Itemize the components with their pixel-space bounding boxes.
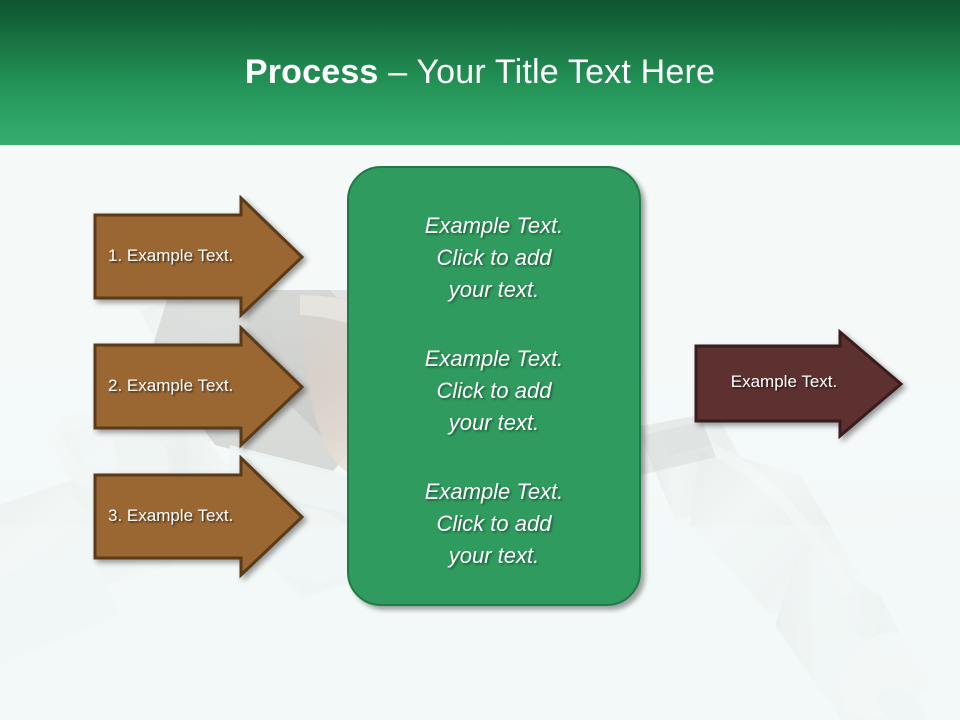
page-title: Process – Your Title Text Here — [0, 51, 960, 93]
arrow-right-shape-2 — [93, 325, 305, 449]
arrow-right-shape-3 — [93, 455, 305, 579]
process-step-arrow-2[interactable]: 2. Example Text. — [93, 325, 305, 450]
process-center-panel-body: Example Text. Click to add your text. Ex… — [349, 210, 639, 572]
page-title-strong: Process — [244, 53, 389, 91]
center-panel-text-block-3[interactable]: Example Text. Click to add your text. — [424, 479, 564, 568]
arrow-right-shape-output — [694, 329, 904, 439]
process-center-panel[interactable]: Example Text. Click to add your text. Ex… — [347, 166, 641, 606]
page-title-rest: – Your Title Text Here — [388, 53, 716, 91]
process-step-arrow-3[interactable]: 3. Example Text. — [93, 455, 305, 580]
slide-header-bar: Process – Your Title Text Here — [0, 0, 960, 145]
process-step-arrow-1[interactable]: 1. Example Text. — [93, 195, 305, 320]
center-panel-text-block-1[interactable]: Example Text. Click to add your text. — [424, 213, 564, 302]
arrow-right-shape-1 — [93, 195, 305, 319]
center-panel-text-block-2[interactable]: Example Text. Click to add your text. — [424, 346, 564, 435]
process-output-arrow[interactable]: Example Text. — [694, 329, 904, 439]
